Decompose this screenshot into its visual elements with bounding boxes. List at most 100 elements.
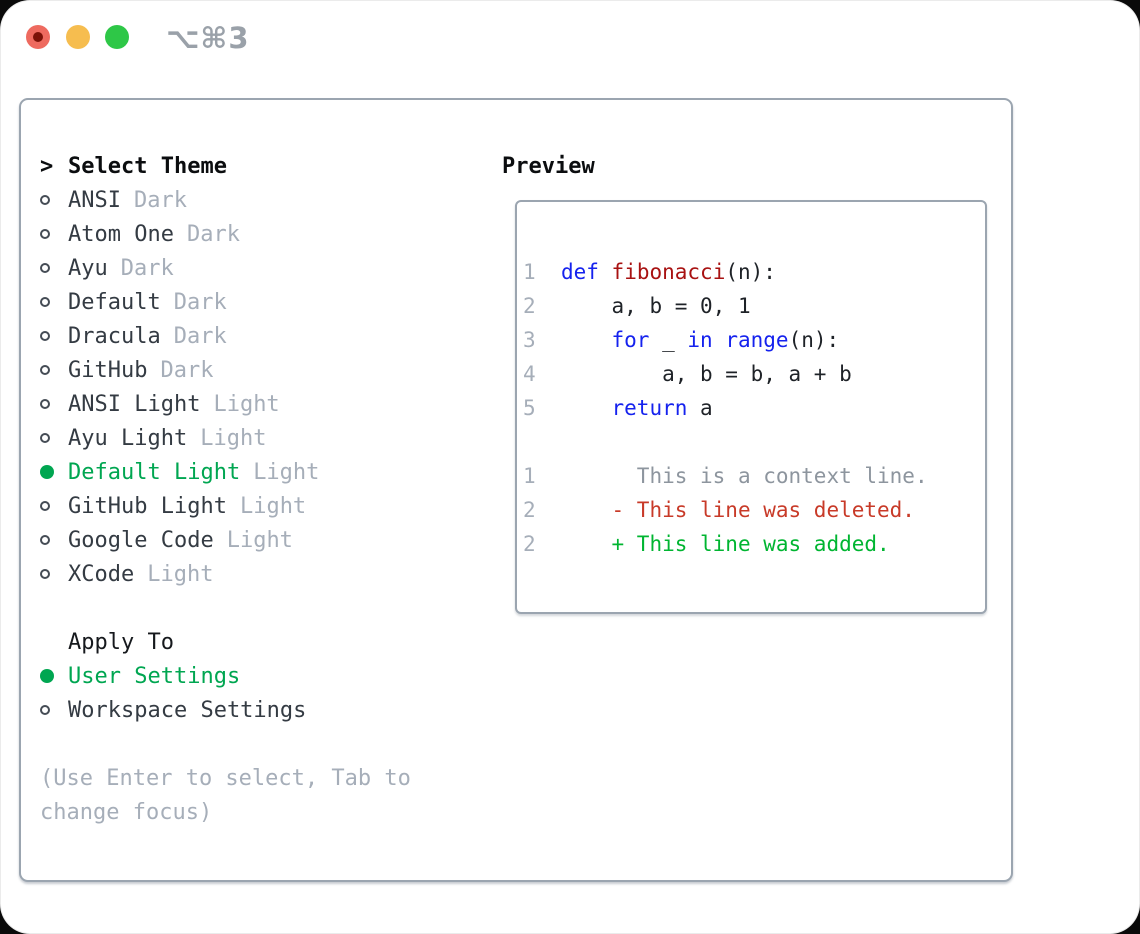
line-number: 4 [523, 362, 536, 386]
theme-variant: Light [200, 426, 267, 451]
code-line: 4 a, b = b, a + b [523, 357, 985, 391]
marker-cell [40, 422, 68, 456]
theme-name: Default Light [68, 460, 241, 485]
theme-option-default[interactable]: Default Dark [40, 286, 490, 320]
radio-icon [40, 229, 50, 239]
radio-icon [40, 195, 50, 205]
theme-variant: Light [226, 528, 293, 553]
cursor-prompt-icon: > [40, 154, 54, 179]
apply-option-workspace-settings[interactable]: Workspace Settings [40, 694, 490, 728]
code-token: - This line was deleted. [535, 498, 915, 522]
theme-name: ANSI [68, 188, 121, 213]
apply-option-name: Workspace Settings [68, 698, 307, 723]
theme-variant: Dark [120, 256, 174, 281]
minimize-button[interactable] [66, 25, 90, 49]
code-token: a, b = 0, 1 [535, 294, 751, 318]
theme-name: Ayu [68, 256, 108, 281]
radio-icon [40, 331, 50, 341]
diff-preview: 1 This is a context line.2 - This line w… [523, 459, 985, 561]
radio-selected-icon [40, 669, 54, 683]
code-token [599, 260, 612, 284]
theme-name: Ayu Light [68, 426, 188, 451]
theme-option-ayu[interactable]: Ayu Dark [40, 252, 490, 286]
spacer [40, 728, 490, 762]
diff-line: 2 - This line was deleted. [523, 493, 985, 527]
marker-cell [40, 286, 68, 320]
code-token: This is a context line. [535, 464, 928, 488]
theme-name: Google Code [68, 528, 214, 553]
code-token [536, 396, 612, 420]
record-dot-icon [33, 32, 43, 42]
code-token: return [611, 396, 688, 420]
theme-option-atom-one[interactable]: Atom One Dark [40, 218, 490, 252]
code-line: 1 def fibonacci(n): [523, 255, 985, 289]
code-line: 5 return a [523, 391, 985, 425]
theme-variant: Dark [173, 290, 227, 315]
code-token: range [725, 328, 789, 352]
theme-variant: Dark [173, 324, 227, 349]
diff-line: 2 + This line was added. [523, 527, 985, 561]
apply-to-header: Apply To [40, 626, 490, 660]
apply-option-name: User Settings [68, 664, 241, 689]
radio-icon [40, 501, 50, 511]
line-number: 3 [523, 328, 536, 352]
theme-variant: Light [147, 562, 214, 587]
blank-line [523, 425, 985, 459]
theme-option-ansi[interactable]: ANSI Dark [40, 184, 490, 218]
maximize-button[interactable] [105, 25, 129, 49]
theme-name: Dracula [68, 324, 161, 349]
theme-variant: Dark [186, 222, 240, 247]
code-token: (n): [788, 328, 840, 352]
code-token: + This line was added. [535, 532, 890, 556]
code-token: in [687, 328, 713, 352]
radio-selected-icon [40, 465, 54, 479]
theme-name: GitHub Light [68, 494, 227, 519]
radio-icon [40, 433, 50, 443]
theme-variant: Light [253, 460, 320, 485]
marker-cell [40, 490, 68, 524]
marker-cell [40, 320, 68, 354]
theme-name: Atom One [68, 222, 174, 247]
theme-name: Default [68, 290, 161, 315]
code-token: (n): [725, 260, 776, 284]
radio-icon [40, 569, 50, 579]
line-number: 5 [523, 396, 536, 420]
radio-icon [40, 365, 50, 375]
theme-option-ayu-light[interactable]: Ayu Light Light [40, 422, 490, 456]
radio-icon [40, 263, 50, 273]
line-number: 1 [523, 464, 536, 488]
theme-option-github-light[interactable]: GitHub Light Light [40, 490, 490, 524]
code-token [536, 260, 561, 284]
code-token [536, 328, 612, 352]
line-number: 2 [523, 498, 536, 522]
line-number: 1 [523, 260, 536, 284]
apply-option-user-settings[interactable]: User Settings [40, 660, 490, 694]
theme-option-dracula[interactable]: Dracula Dark [40, 320, 490, 354]
code-line: 2 a, b = 0, 1 [523, 289, 985, 323]
code-token: _ [649, 328, 688, 352]
code-token: for [611, 328, 650, 352]
theme-variant: Light [239, 494, 307, 519]
line-number: 2 [523, 294, 536, 318]
code-token: a, b = b, a + b [535, 362, 852, 386]
close-button[interactable] [26, 25, 50, 49]
theme-variant: Dark [133, 188, 187, 213]
marker-cell [40, 558, 68, 592]
theme-option-default-light[interactable]: Default Light Light [40, 456, 490, 490]
spacer [40, 592, 490, 626]
titlebar: ⌥⌘3 [0, 0, 1140, 75]
marker-cell [40, 524, 68, 558]
theme-option-google-code[interactable]: Google Code Light [40, 524, 490, 558]
code-line: 3 for _ in range(n): [523, 323, 985, 357]
diff-line: 1 This is a context line. [523, 459, 985, 493]
marker-cell [40, 252, 68, 286]
